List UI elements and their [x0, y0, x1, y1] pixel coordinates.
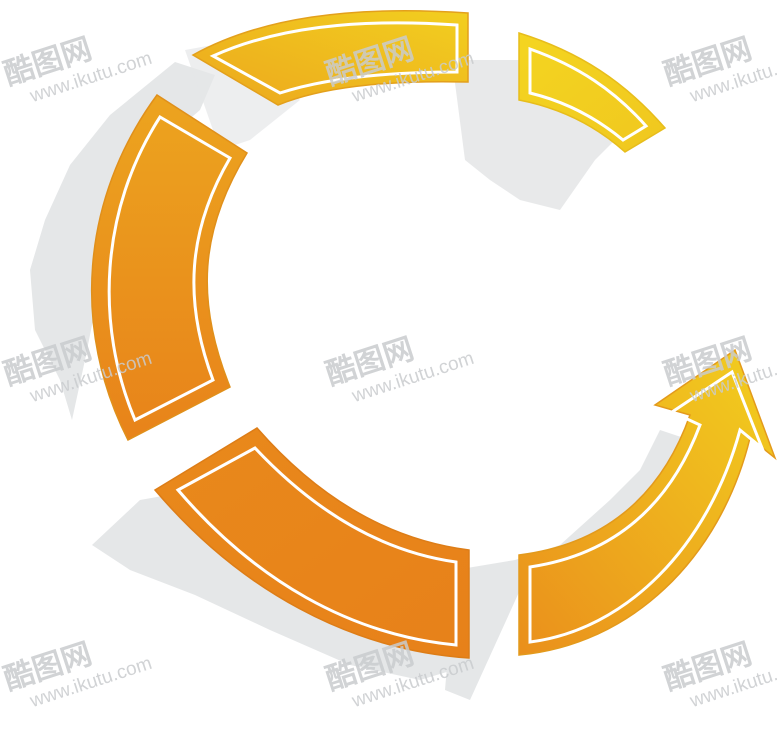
segment-bottom [153, 427, 470, 659]
segment-top [191, 9, 469, 106]
watermark: 酷图网 www.ikutu.com [660, 32, 777, 108]
watermark: 酷图网 www.ikutu.com [322, 332, 477, 408]
watermark: 酷图网 www.ikutu.com [0, 637, 155, 713]
watermark: 酷图网 www.ikutu.com [660, 637, 777, 713]
segment-bottom-right [518, 348, 777, 656]
segment-left [90, 93, 249, 442]
segment-top-right [518, 31, 667, 153]
